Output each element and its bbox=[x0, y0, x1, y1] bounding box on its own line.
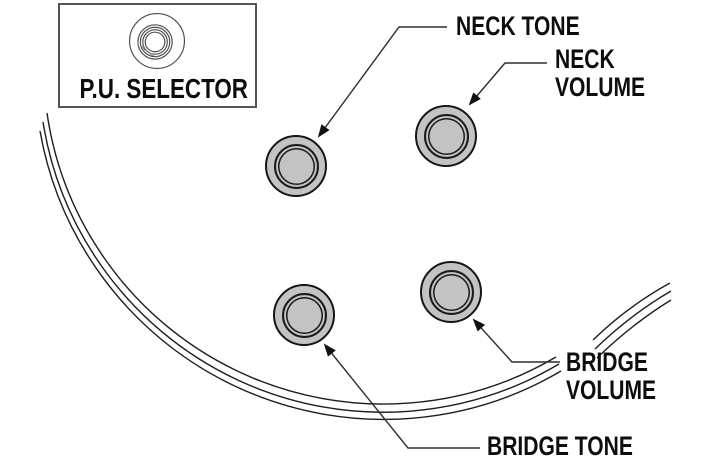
neck-tone-knob-rings bbox=[273, 143, 319, 189]
rotary-switch-icon bbox=[128, 12, 186, 70]
cutaway-edge-curve bbox=[592, 282, 672, 359]
bridge-tone-label: BRIDGE TONE bbox=[487, 431, 633, 461]
neck-volume-label: NECK VOLUME bbox=[555, 45, 645, 101]
neck-volume-label-line2: VOLUME bbox=[555, 72, 646, 102]
neck-volume-knob bbox=[415, 105, 477, 167]
bridge-volume-knob bbox=[420, 261, 482, 323]
pu-selector-box: P.U. SELECTOR bbox=[58, 3, 257, 108]
neck-tone-label: NECK TONE bbox=[456, 11, 580, 41]
bridge-tone-knob bbox=[273, 284, 335, 346]
bridge-volume-label-line1: BRIDGE bbox=[566, 347, 648, 377]
body-edge-curve bbox=[39, 112, 562, 421]
neck-volume-knob-rings bbox=[423, 113, 469, 159]
bridge-tone-leader-arrow bbox=[323, 343, 480, 449]
neck-volume-label-line1: NECK bbox=[555, 44, 615, 74]
neck-volume-leader-arrow bbox=[468, 62, 547, 106]
neck-tone-leader-arrow bbox=[317, 26, 447, 138]
bridge-volume-leader-arrow bbox=[472, 318, 560, 363]
bridge-volume-knob-rings bbox=[428, 269, 474, 315]
bridge-volume-label-line2: VOLUME bbox=[566, 375, 657, 405]
bridge-volume-label: BRIDGE VOLUME bbox=[566, 348, 656, 404]
bridge-tone-knob-rings bbox=[281, 292, 327, 338]
neck-tone-knob bbox=[265, 135, 327, 197]
pu-selector-label: P.U. SELECTOR bbox=[79, 73, 248, 104]
